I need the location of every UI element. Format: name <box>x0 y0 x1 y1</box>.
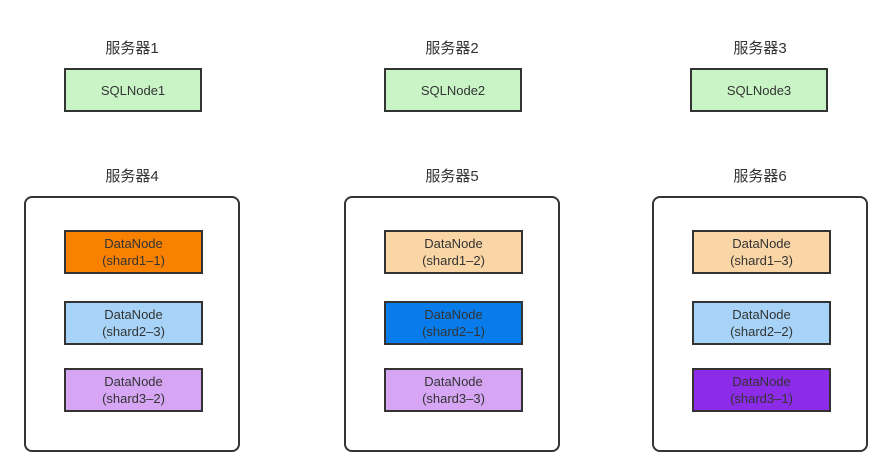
server-4-container: DataNode (shard1–1) DataNode (shard2–3) … <box>24 196 240 452</box>
datanode-shard-label: (shard3–2) <box>102 391 165 406</box>
server-6-container: DataNode (shard1–3) DataNode (shard2–2) … <box>652 196 868 452</box>
sqlnode-2-box: SQLNode2 <box>384 68 522 112</box>
datanode-name: DataNode <box>104 307 163 322</box>
sqlnode-1-label: SQLNode1 <box>100 82 166 98</box>
sqlnode-3-box: SQLNode3 <box>690 68 828 112</box>
datanode-shard1-3-box: DataNode (shard1–3) <box>692 230 831 274</box>
datanode-shard1-2-box: DataNode (shard1–2) <box>384 230 523 274</box>
datanode-shard3-1-box: DataNode (shard3–1) <box>692 368 831 412</box>
server-5-container: DataNode (shard1–2) DataNode (shard2–1) … <box>344 196 560 452</box>
server-5-label: 服务器5 <box>425 168 479 185</box>
datanode-shard-label: (shard1–3) <box>730 253 793 268</box>
datanode-shard3-3-box: DataNode (shard3–3) <box>384 368 523 412</box>
server-2-label: 服务器2 <box>425 40 479 57</box>
datanode-shard-label: (shard3–3) <box>422 391 485 406</box>
datanode-name: DataNode <box>104 236 163 251</box>
server-1-label: 服务器1 <box>105 40 159 57</box>
server-4-label: 服务器4 <box>105 168 159 185</box>
datanode-name: DataNode <box>732 307 791 322</box>
datanode-name: DataNode <box>732 374 791 389</box>
datanode-shard-label: (shard1–2) <box>422 253 485 268</box>
datanode-shard3-2-box: DataNode (shard3–2) <box>64 368 203 412</box>
datanode-shard1-1-box: DataNode (shard1–1) <box>64 230 203 274</box>
datanode-shard-label: (shard2–3) <box>102 324 165 339</box>
datanode-shard-label: (shard2–1) <box>422 324 485 339</box>
datanode-name: DataNode <box>424 374 483 389</box>
sqlnode-1-box: SQLNode1 <box>64 68 202 112</box>
datanode-shard-label: (shard2–2) <box>730 324 793 339</box>
sqlnode-2-label: SQLNode2 <box>420 82 486 98</box>
datanode-name: DataNode <box>424 307 483 322</box>
datanode-shard2-1-box: DataNode (shard2–1) <box>384 301 523 345</box>
server-6-label: 服务器6 <box>733 168 787 185</box>
datanode-shard2-2-box: DataNode (shard2–2) <box>692 301 831 345</box>
datanode-name: DataNode <box>424 236 483 251</box>
datanode-shard-label: (shard1–1) <box>102 253 165 268</box>
datanode-name: DataNode <box>104 374 163 389</box>
datanode-shard-label: (shard3–1) <box>730 391 793 406</box>
server-3-label: 服务器3 <box>733 40 787 57</box>
datanode-name: DataNode <box>732 236 791 251</box>
sqlnode-3-label: SQLNode3 <box>726 82 792 98</box>
datanode-shard2-3-box: DataNode (shard2–3) <box>64 301 203 345</box>
